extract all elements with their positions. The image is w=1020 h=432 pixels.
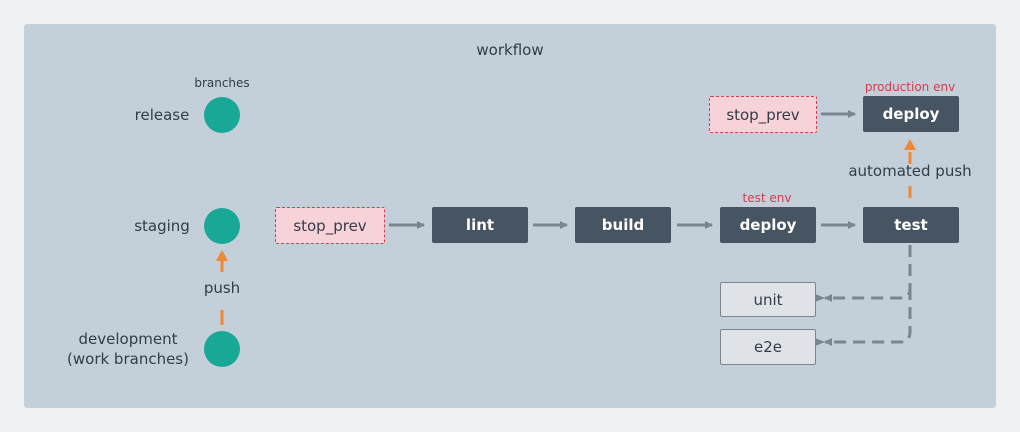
build-job: build [575,207,671,243]
staging-stop-prev-job: stop_prev [275,207,385,244]
automated-push-label: automated push [848,162,972,180]
unit-test-box: unit [720,282,816,317]
diagram-title: workflow [476,41,544,59]
release-stop-prev-job: stop_prev [709,96,817,133]
push-label: push [203,279,241,297]
branch-dot-release [204,97,240,133]
e2e-test-box: e2e [720,329,816,365]
branch-label-development: development (work branches) [67,330,189,368]
branches-header: branches [194,76,250,90]
branch-label-staging: staging [134,217,190,235]
test-job: test [863,207,959,243]
arrow-test-e2e [824,288,912,346]
lint-job: lint [432,207,528,243]
production-deploy-job: deploy [863,96,959,132]
staging-deploy-job: deploy [720,207,816,243]
branch-label-release: release [134,106,190,124]
arrow-test-unit [824,245,912,302]
test-env-label: test env [742,191,792,205]
production-env-label: production env [864,80,956,94]
branch-dot-development [204,331,240,367]
branch-dot-staging [204,208,240,244]
